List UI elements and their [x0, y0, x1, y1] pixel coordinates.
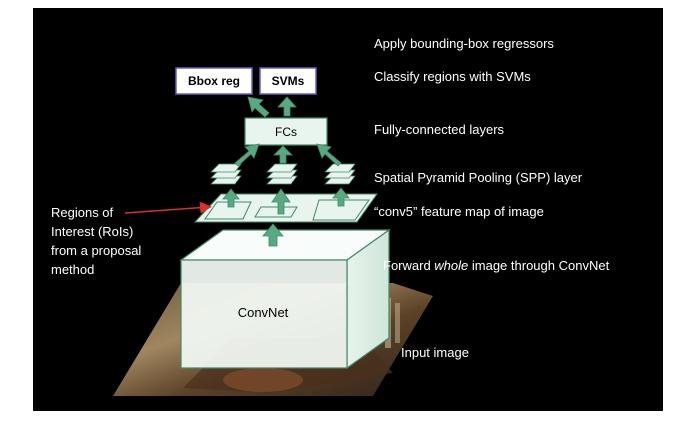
red-pointer-arrow-icon — [124, 201, 212, 214]
conv5-feature-map-label: “conv5” feature map of image — [374, 204, 544, 219]
up-arrow-icon — [271, 188, 291, 215]
diagonal-arrow-icon — [247, 96, 270, 118]
spp-layer-label: Spatial Pyramid Pooling (SPP) layer — [374, 170, 583, 185]
up-arrow-icon — [273, 145, 293, 164]
forward-whole-image-label: Forward whole image through ConvNet — [383, 258, 610, 273]
up-arrow-icon — [332, 187, 350, 207]
rois-description: Regions of Interest (RoIs) from a propos… — [51, 205, 142, 277]
up-arrow-icon — [262, 223, 284, 247]
apply-bbox-regressors-label: Apply bounding-box regressors — [374, 36, 554, 51]
spp-bin-right — [324, 163, 356, 185]
fully-connected-layers-label: Fully-connected layers — [374, 122, 505, 137]
convnet-label: ConvNet — [238, 305, 289, 320]
classify-regions-label: Classify regions with SVMs — [374, 69, 531, 84]
spp-bin-middle — [266, 163, 298, 185]
up-arrow-icon — [222, 188, 240, 208]
spp-bins — [210, 163, 356, 185]
fcs-box — [244, 117, 328, 146]
diagonal-arrow-icon — [316, 143, 342, 167]
bbox-reg-box — [175, 67, 253, 95]
slide-canvas: Bbox reg SVMs FCs ConvNet Apply bounding… — [33, 8, 663, 411]
up-arrow-icon — [277, 96, 297, 117]
svms-label: SVMs — [272, 74, 305, 88]
spp-bin-left — [210, 163, 242, 185]
spp-net-diagram: Bbox reg SVMs FCs ConvNet — [113, 67, 433, 396]
convnet-block — [179, 228, 391, 370]
fcs-label: FCs — [275, 125, 297, 139]
diagonal-arrow-icon — [234, 143, 260, 167]
svms-box — [259, 67, 317, 95]
input-image-label: Input image — [401, 345, 469, 360]
bbox-reg-label: Bbox reg — [188, 74, 240, 88]
